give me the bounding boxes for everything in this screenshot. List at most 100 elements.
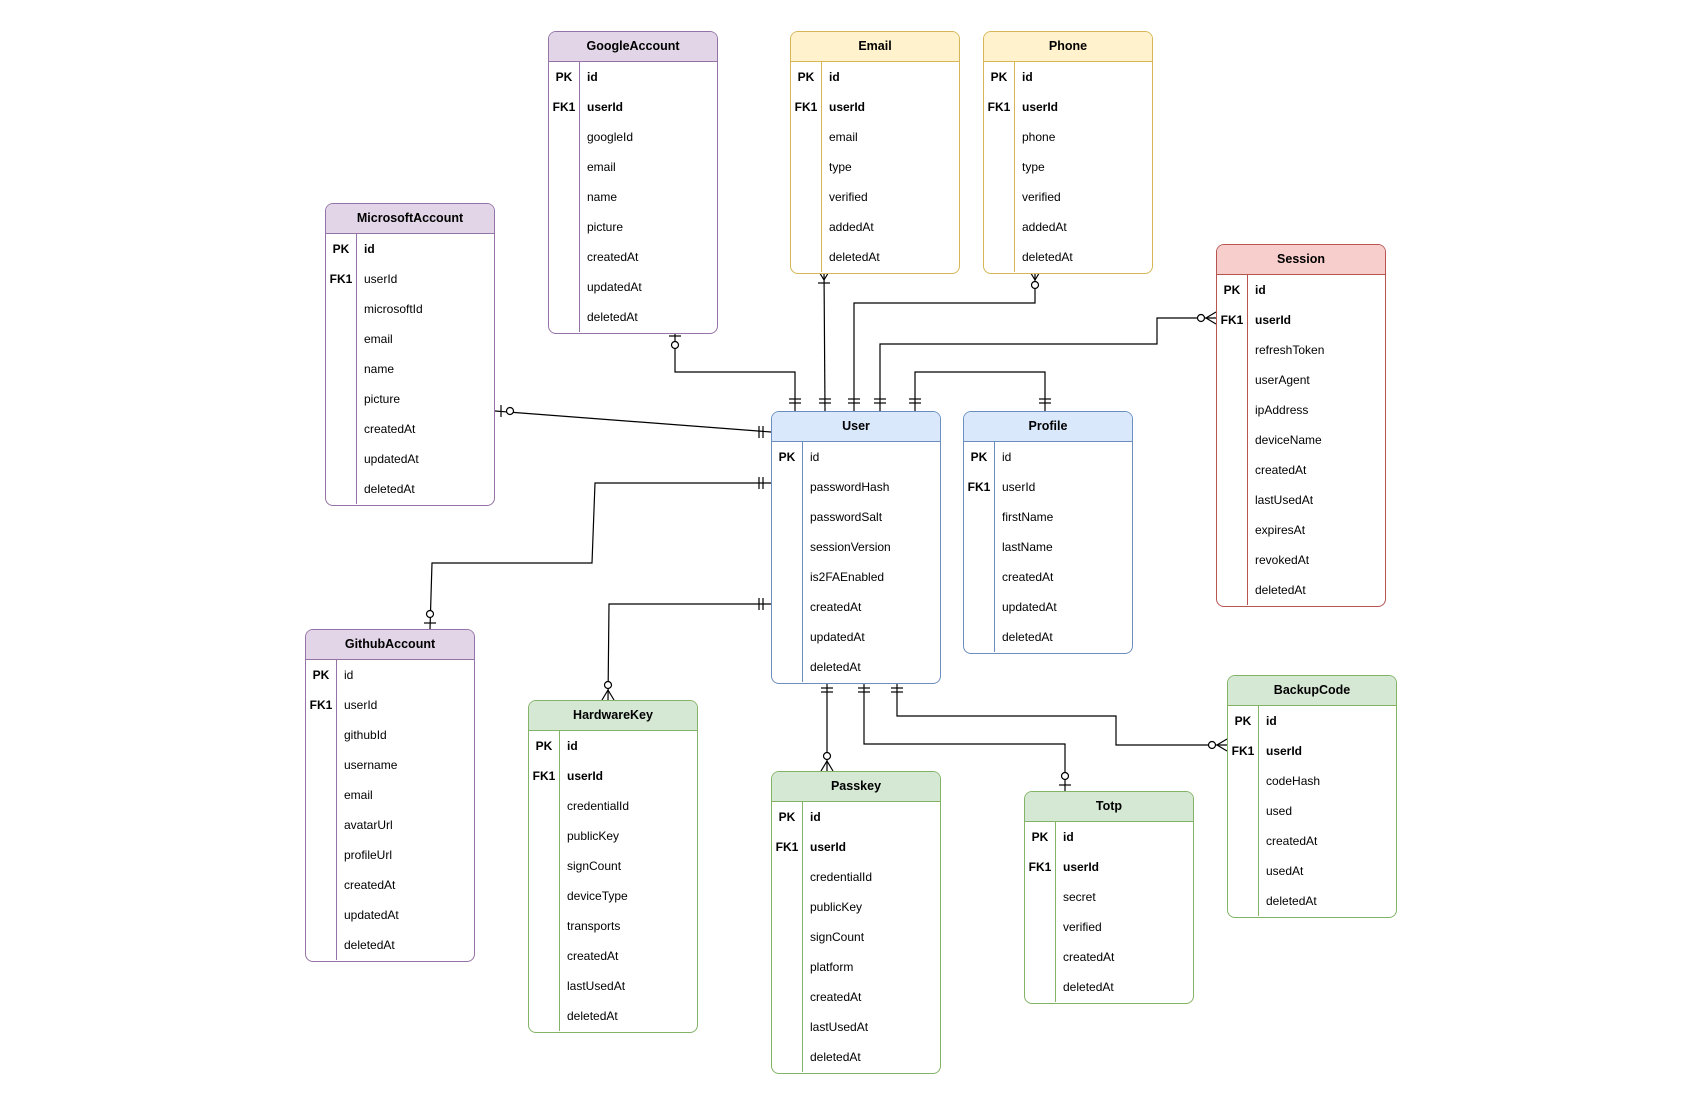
microsoftaccount-end-circle xyxy=(505,406,515,416)
field-name: credentialId xyxy=(567,799,630,813)
entity-field-row: deletedAt xyxy=(1228,886,1396,916)
field-name: passwordHash xyxy=(810,480,890,494)
field-name: ipAddress xyxy=(1255,403,1309,417)
field-name: userId xyxy=(1063,860,1100,874)
passkey-end-crow xyxy=(820,759,834,772)
entity-field-row: username xyxy=(306,750,474,780)
entity-field-row: deletedAt xyxy=(326,474,494,504)
field-name: userId xyxy=(567,769,604,783)
field-name: createdAt xyxy=(587,250,639,264)
field-name: codeHash xyxy=(1266,774,1321,788)
field-name: avatarUrl xyxy=(344,818,393,832)
field-name: createdAt xyxy=(1266,834,1318,848)
field-name: deviceType xyxy=(567,889,628,903)
field-name: deletedAt xyxy=(1266,894,1317,908)
field-name: createdAt xyxy=(364,422,416,436)
field-name: email xyxy=(829,130,858,144)
entity-field-row: revokedAt xyxy=(1217,545,1385,575)
entity-field-row: firstName xyxy=(964,502,1132,532)
field-name: verified xyxy=(1022,190,1061,204)
field-key: FK1 xyxy=(329,272,353,286)
field-name: sessionVersion xyxy=(810,540,891,554)
field-name: userId xyxy=(1266,744,1303,758)
field-name: publicKey xyxy=(810,900,863,914)
field-key: PK xyxy=(778,450,796,464)
entity-field-row: email xyxy=(326,324,494,354)
entity-field-row: passwordHash xyxy=(772,472,940,502)
entity-field-row: deviceType xyxy=(529,881,697,911)
entity-field-row: lastName xyxy=(964,532,1132,562)
entity-field-row: used xyxy=(1228,796,1396,826)
field-name: deletedAt xyxy=(567,1009,618,1023)
field-name: deletedAt xyxy=(587,310,638,324)
entity-field-row: credentialId xyxy=(772,862,940,892)
entity-field-row: lastUsedAt xyxy=(529,971,697,1001)
entity-field-row: updatedAt xyxy=(549,272,717,302)
relationship-totp xyxy=(863,680,1066,791)
field-name: addedAt xyxy=(1022,220,1067,234)
entity-field-row: codeHash xyxy=(1228,766,1396,796)
field-key: PK xyxy=(778,810,796,824)
field-name: deletedAt xyxy=(1002,630,1053,644)
field-name: publicKey xyxy=(567,829,620,843)
field-name: userId xyxy=(1002,480,1036,494)
field-key: FK1 xyxy=(1220,313,1244,327)
field-name: type xyxy=(1022,160,1045,174)
entity-field-row: expiresAt xyxy=(1217,515,1385,545)
relationship-backupcode xyxy=(896,680,1227,746)
field-name: revokedAt xyxy=(1255,553,1310,567)
entity-field-row: profileUrl xyxy=(306,840,474,870)
entity-field-row: deletedAt xyxy=(791,242,959,272)
hardwarekey-end-circle xyxy=(603,680,613,690)
entity-title: GoogleAccount xyxy=(549,32,717,62)
entity-field-row: lastUsedAt xyxy=(1217,485,1385,515)
entity-field-row: deviceName xyxy=(1217,425,1385,455)
field-name: userId xyxy=(344,698,378,712)
entity-field-row: lastUsedAt xyxy=(772,1012,940,1042)
field-name: id xyxy=(344,668,354,682)
entity-field-row: publicKey xyxy=(772,892,940,922)
entity-field-row: credentialId xyxy=(529,791,697,821)
field-name: id xyxy=(829,70,840,84)
field-name: id xyxy=(1022,70,1033,84)
entity-field-row: is2FAEnabled xyxy=(772,562,940,592)
entity-field-row: type xyxy=(984,152,1152,182)
field-name: credentialId xyxy=(810,870,873,884)
entity-field-row: deletedAt xyxy=(306,930,474,960)
relationship-googleaccount xyxy=(674,330,796,411)
entity-field-row: addedAt xyxy=(791,212,959,242)
entity-field-row: name xyxy=(326,354,494,384)
field-key: FK1 xyxy=(775,840,799,854)
entity-field-row: userAgent xyxy=(1217,365,1385,395)
entity-field-row: createdAt xyxy=(1025,942,1193,972)
field-name: deletedAt xyxy=(1255,583,1306,597)
field-name: id xyxy=(364,242,375,256)
entity-field-row: verified xyxy=(791,182,959,212)
relationship-email xyxy=(823,269,826,412)
entity-title: HardwareKey xyxy=(529,701,697,731)
field-name: lastUsedAt xyxy=(810,1020,869,1034)
entity-field-row: verified xyxy=(1025,912,1193,942)
entity-field-row: transports xyxy=(529,911,697,941)
relationship-hardwarekey xyxy=(607,603,771,701)
entity-field-row: refreshToken xyxy=(1217,335,1385,365)
